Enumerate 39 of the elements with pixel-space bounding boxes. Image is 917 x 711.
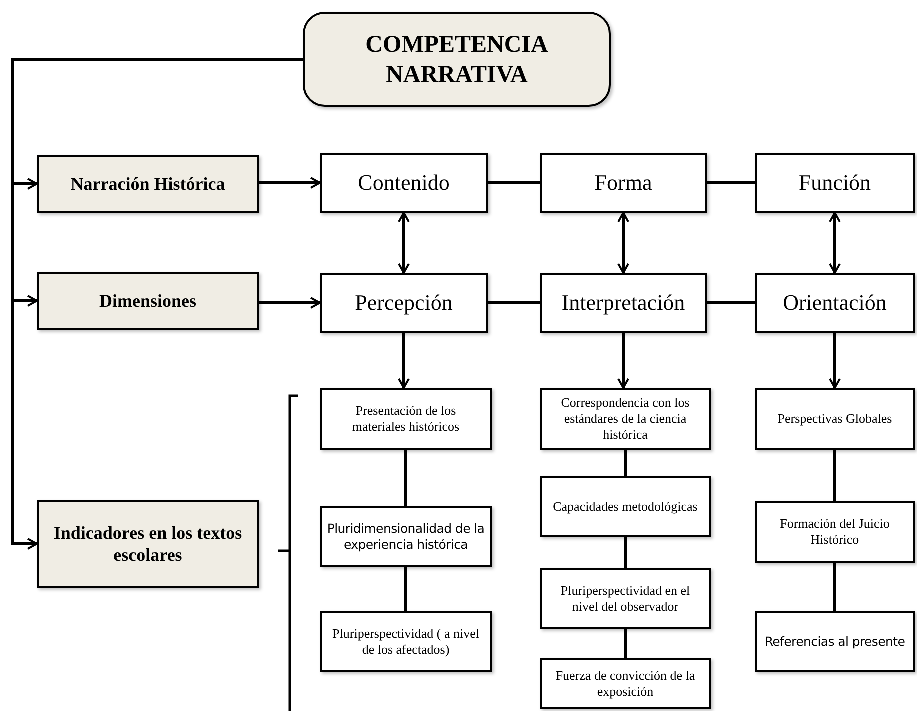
connector-line — [624, 629, 627, 658]
connector-line — [624, 537, 627, 568]
arrow — [618, 333, 630, 389]
connector-line — [404, 450, 408, 506]
arrow — [618, 212, 630, 274]
connector-line — [488, 302, 540, 304]
arrow — [398, 333, 410, 389]
concept-box: Dimensiones — [37, 272, 259, 330]
concept-box: Capacidades metodológicas — [540, 476, 711, 537]
concept-box: Interpretación — [540, 273, 707, 333]
concept-box: Percepción — [320, 273, 488, 333]
arrow — [259, 297, 321, 309]
concept-box: Correspondencia con los estándares de la ciencia histórica — [540, 388, 711, 450]
arrow — [829, 212, 841, 274]
connector-line — [834, 563, 836, 611]
concept-box: Perspectivas Globales — [755, 388, 915, 450]
concept-box: Pluridimensionalidad de la experiencia histórica — [320, 506, 492, 567]
concept-box: Forma — [540, 153, 707, 213]
connector-line — [707, 302, 755, 304]
connector-line — [488, 182, 540, 184]
connector-line — [624, 450, 627, 476]
concept-box: Pluriperspectividad en el nivel del observador — [540, 568, 711, 629]
concept-box: Narración Histórica — [37, 155, 259, 213]
concept-box: Presentación de los materiales históricos — [320, 388, 492, 450]
arrow — [829, 333, 841, 389]
arrow — [398, 212, 410, 274]
connector-line — [707, 182, 755, 184]
concept-box: Fuerza de convicción de la exposición — [540, 658, 711, 709]
arrow — [259, 177, 321, 189]
connector-line — [404, 567, 408, 611]
concept-box: Pluriperspectividad ( a nivel de los afectados) — [320, 611, 492, 672]
concept-box: Formación del Juicio Histórico — [755, 501, 915, 563]
concept-box: Contenido — [320, 153, 488, 213]
title-box: COMPETENCIA NARRATIVA — [303, 12, 611, 107]
concept-box: Función — [755, 153, 915, 213]
connector-line — [834, 450, 836, 501]
concept-box: Indicadores en los textos escolares — [37, 500, 259, 588]
concept-box: Orientación — [755, 273, 915, 333]
concept-box: Referencias al presente — [755, 611, 915, 672]
